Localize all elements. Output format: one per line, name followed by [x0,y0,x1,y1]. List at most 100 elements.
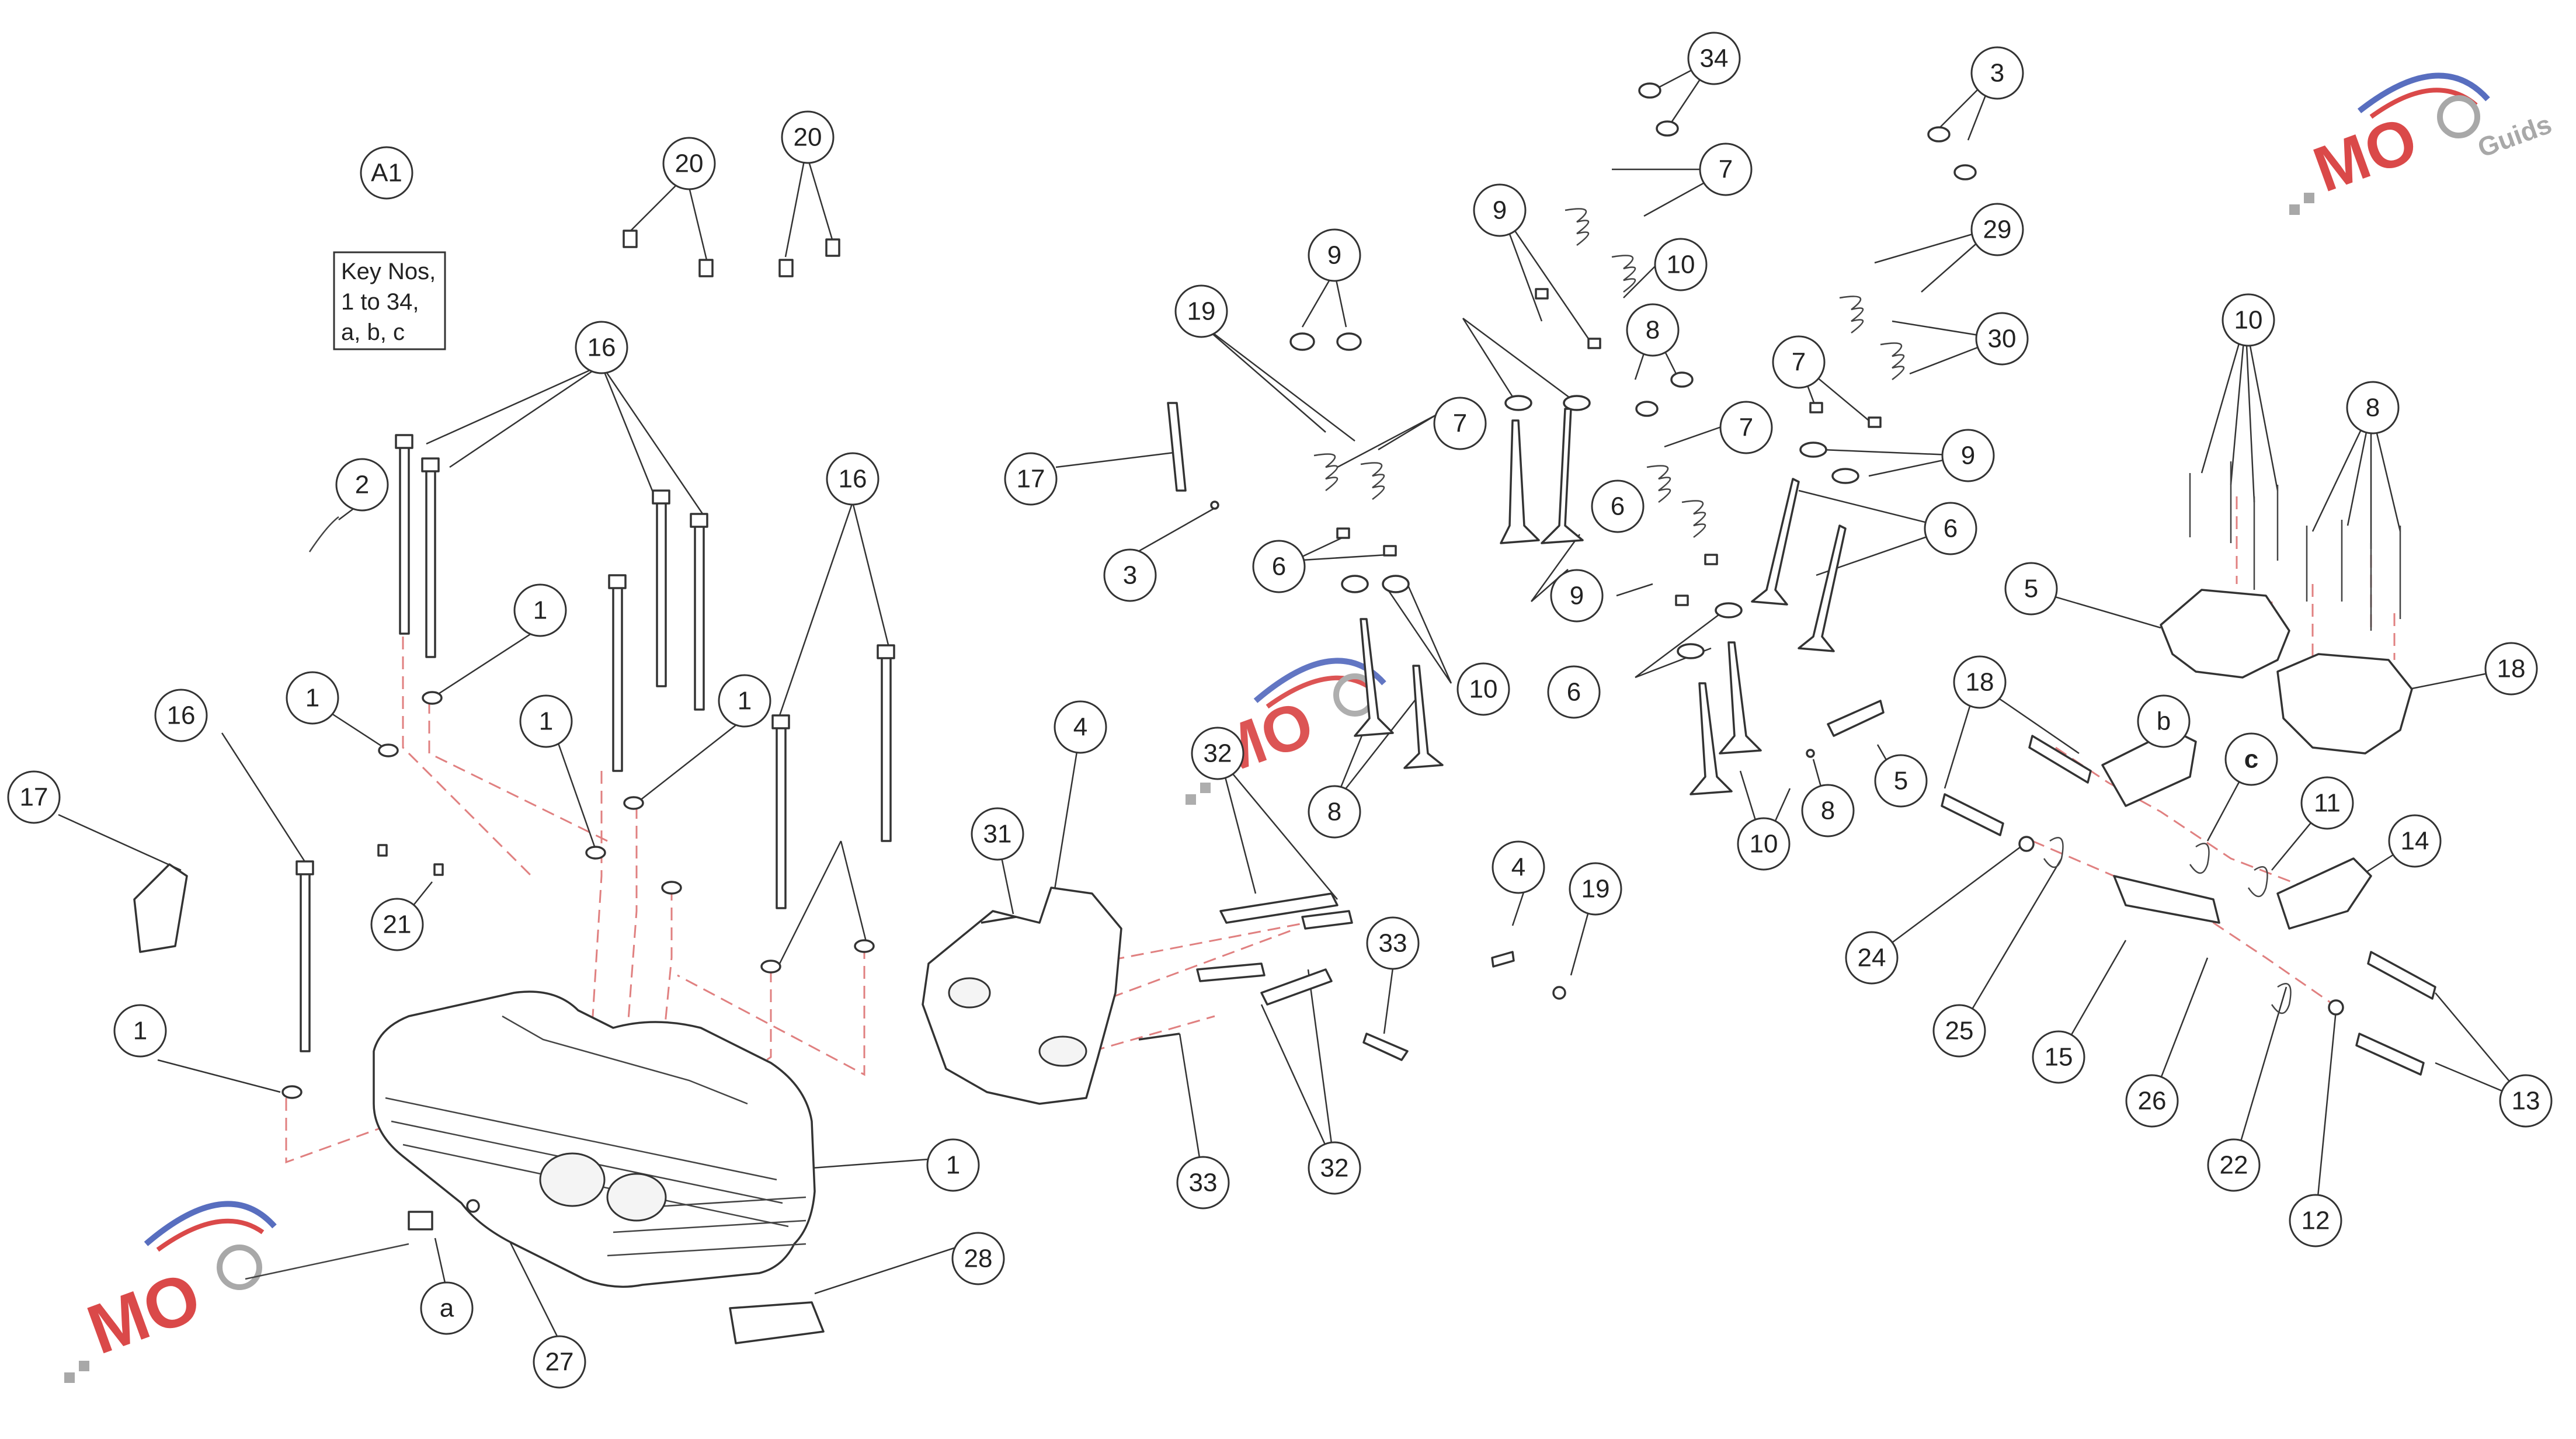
callout-17: 17 [1004,452,1058,506]
watermark-logo-top-right: MO Guids [2289,72,2556,215]
callout-2: 2 [335,458,389,512]
callout-label: 7 [1719,155,1733,184]
callout-circle [1975,312,2029,366]
callout-31: 31 [971,807,1024,861]
callout-28: 28 [951,1232,1005,1285]
callout-circle [1308,785,1361,839]
callout-33: 33 [1176,1156,1230,1209]
callout-7: 7 [1433,397,1487,450]
callout-label: 25 [1945,1017,1974,1045]
callout-circle [2224,732,2278,786]
bracket-and-pins [922,887,1566,1105]
callout-label: 2 [355,471,369,499]
callout-circle [1174,284,1228,338]
callout-label: 22 [2220,1151,2248,1180]
callout-circle [2222,293,2275,347]
callout-4: 4 [1492,840,1545,894]
callout-34: 34 [1687,32,1741,85]
callout-circle [2125,1074,2179,1128]
callout-label: 21 [383,910,412,939]
callout-25: 25 [1932,1004,1986,1058]
sensor-and-oring [245,1199,480,1280]
callout-10: 10 [1654,238,1708,291]
callout-circle [1054,700,1107,754]
cylinder-head [373,990,816,1288]
callout-15: 15 [2032,1030,2085,1084]
callout-label: 1 [133,1017,147,1045]
callout-circle [1737,817,1791,871]
callout-circle [513,583,567,637]
callout-3: 3 [1103,548,1157,602]
callout-12: 12 [2289,1194,2342,1247]
washers [281,691,875,1099]
callout-circle [2499,1074,2553,1128]
callout-1: 1 [286,671,339,725]
callout-8: 8 [1308,785,1361,839]
callout-label: 1 [305,684,319,712]
callout-circle [1473,183,1527,237]
valves-and-springs [1289,82,1977,795]
callout-24: 24 [1845,931,1899,985]
callout-1: 1 [513,583,567,637]
callout-circle [113,1004,167,1058]
callout-circle [1550,569,1604,623]
callout-label: 34 [1700,44,1729,73]
callout-10: 10 [1737,817,1791,871]
callout-label: 6 [1272,552,1286,581]
callout-label: 15 [2045,1043,2073,1072]
callout-circle [1970,46,2024,100]
callout-label: b [2157,707,2171,736]
callout-circle [2484,642,2538,696]
callout-circle [971,807,1024,861]
rocker-arms-and-shafts [1941,729,2436,1076]
key-line-1: Key Nos, [341,259,436,284]
callout-c: c [2224,732,2278,786]
callout-circle [2137,694,2191,748]
callout-label: 6 [1944,515,1958,543]
callout-label: 7 [1792,348,1806,377]
callout-label: c [2244,745,2258,774]
callout-circle [1719,401,1773,454]
callout-circle [1569,862,1622,916]
callout-circle [1252,540,1306,593]
key-line-3: a, b, c [341,319,405,345]
callout-circle [1687,32,1741,85]
callout-circle [718,674,771,728]
callout-9: 9 [1550,569,1604,623]
callout-5: 5 [2004,562,2058,616]
key-line-2: 1 to 34, [341,289,419,315]
callout-label: 31 [983,820,1012,849]
callout-circle [1308,1141,1361,1195]
callout-label: a [440,1294,454,1323]
key-box: Key Nos, 1 to 34, a, b, c [333,251,446,350]
callout-14: 14 [2388,814,2442,868]
callout-20: 20 [781,110,835,164]
callout-18: 18 [1953,655,2007,709]
callout-a: a [420,1281,474,1335]
callout-label: 1 [539,707,553,736]
callout-circle [951,1232,1005,1285]
callout-label: 14 [2401,827,2429,856]
callout-b: b [2137,694,2191,748]
callout-circle [2004,562,2058,616]
callout-label: 4 [1511,853,1525,882]
callout-1: 1 [113,1004,167,1058]
callout-19: 19 [1174,284,1228,338]
callout-circle [286,671,339,725]
callout-26: 26 [2125,1074,2179,1128]
callout-33: 33 [1366,916,1420,970]
callout-32: 32 [1191,727,1244,780]
callout-8: 8 [2346,381,2400,435]
callout-label: 13 [2512,1087,2540,1115]
callout-circle [1366,916,1420,970]
callout-circle [2388,814,2442,868]
spark-plugs [1167,402,1885,758]
svg-text:A1: A1 [371,159,402,187]
callout-circle [1932,1004,1986,1058]
callout-label: 9 [1493,196,1507,225]
callout-circle [1626,303,1680,357]
callout-label: 20 [794,123,822,152]
callout-label: 9 [1570,582,1584,610]
callout-circle [420,1281,474,1335]
callout-label: 1 [946,1151,960,1180]
